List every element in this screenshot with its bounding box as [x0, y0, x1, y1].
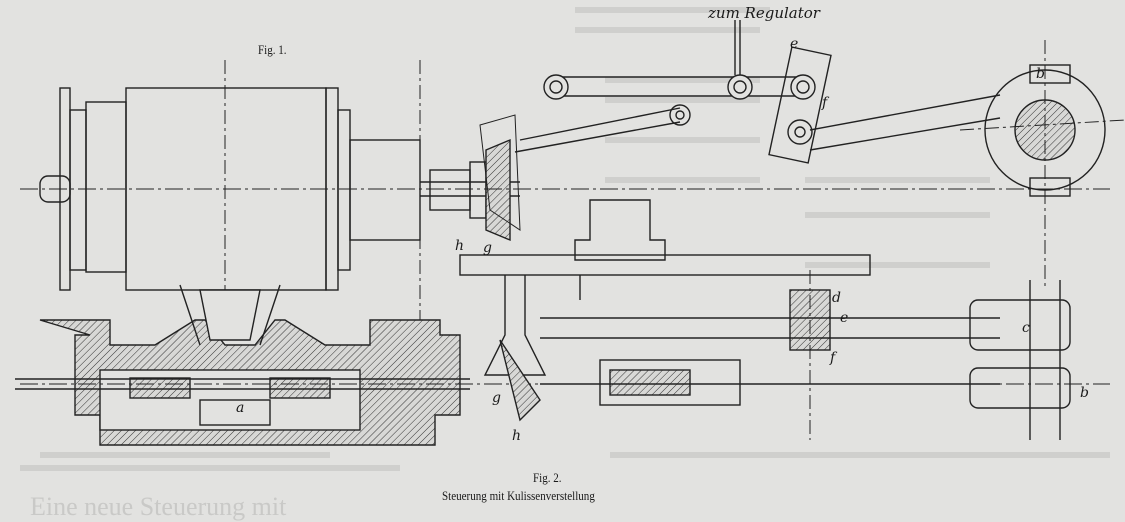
bleed-through-text	[20, 7, 1110, 471]
fig2-label-d: d	[832, 290, 841, 306]
fig1-title: Fig. 1.	[258, 42, 287, 57]
fig1-note-regulator: zum Regulator	[708, 4, 820, 22]
fig2-label-a: a	[236, 400, 245, 416]
fig2-label-f: f	[830, 350, 836, 366]
fig2-label-e: e	[840, 310, 849, 326]
fig2-gear-frame	[459, 254, 1071, 440]
fig1-label-b: b	[1036, 66, 1045, 82]
fig1-label-f: f	[822, 95, 828, 111]
fig1-eccentric	[959, 40, 1125, 290]
fig2-caption: Steuerung mit Kulissenverstellung	[442, 488, 595, 503]
fig1-label-g: g	[483, 240, 492, 256]
fig2-valve-section	[39, 284, 461, 446]
fig2-title: Fig. 2.	[533, 470, 562, 485]
fig2-label-c: c	[1022, 320, 1030, 336]
fig2-label-h: h	[512, 428, 522, 444]
fig2-label-b: b	[1080, 385, 1089, 401]
fig2-label-g: g	[492, 390, 501, 406]
fig1-label-h: h	[455, 238, 465, 254]
fig1-linkage	[514, 20, 1001, 261]
fig1-label-e: e	[790, 36, 799, 52]
